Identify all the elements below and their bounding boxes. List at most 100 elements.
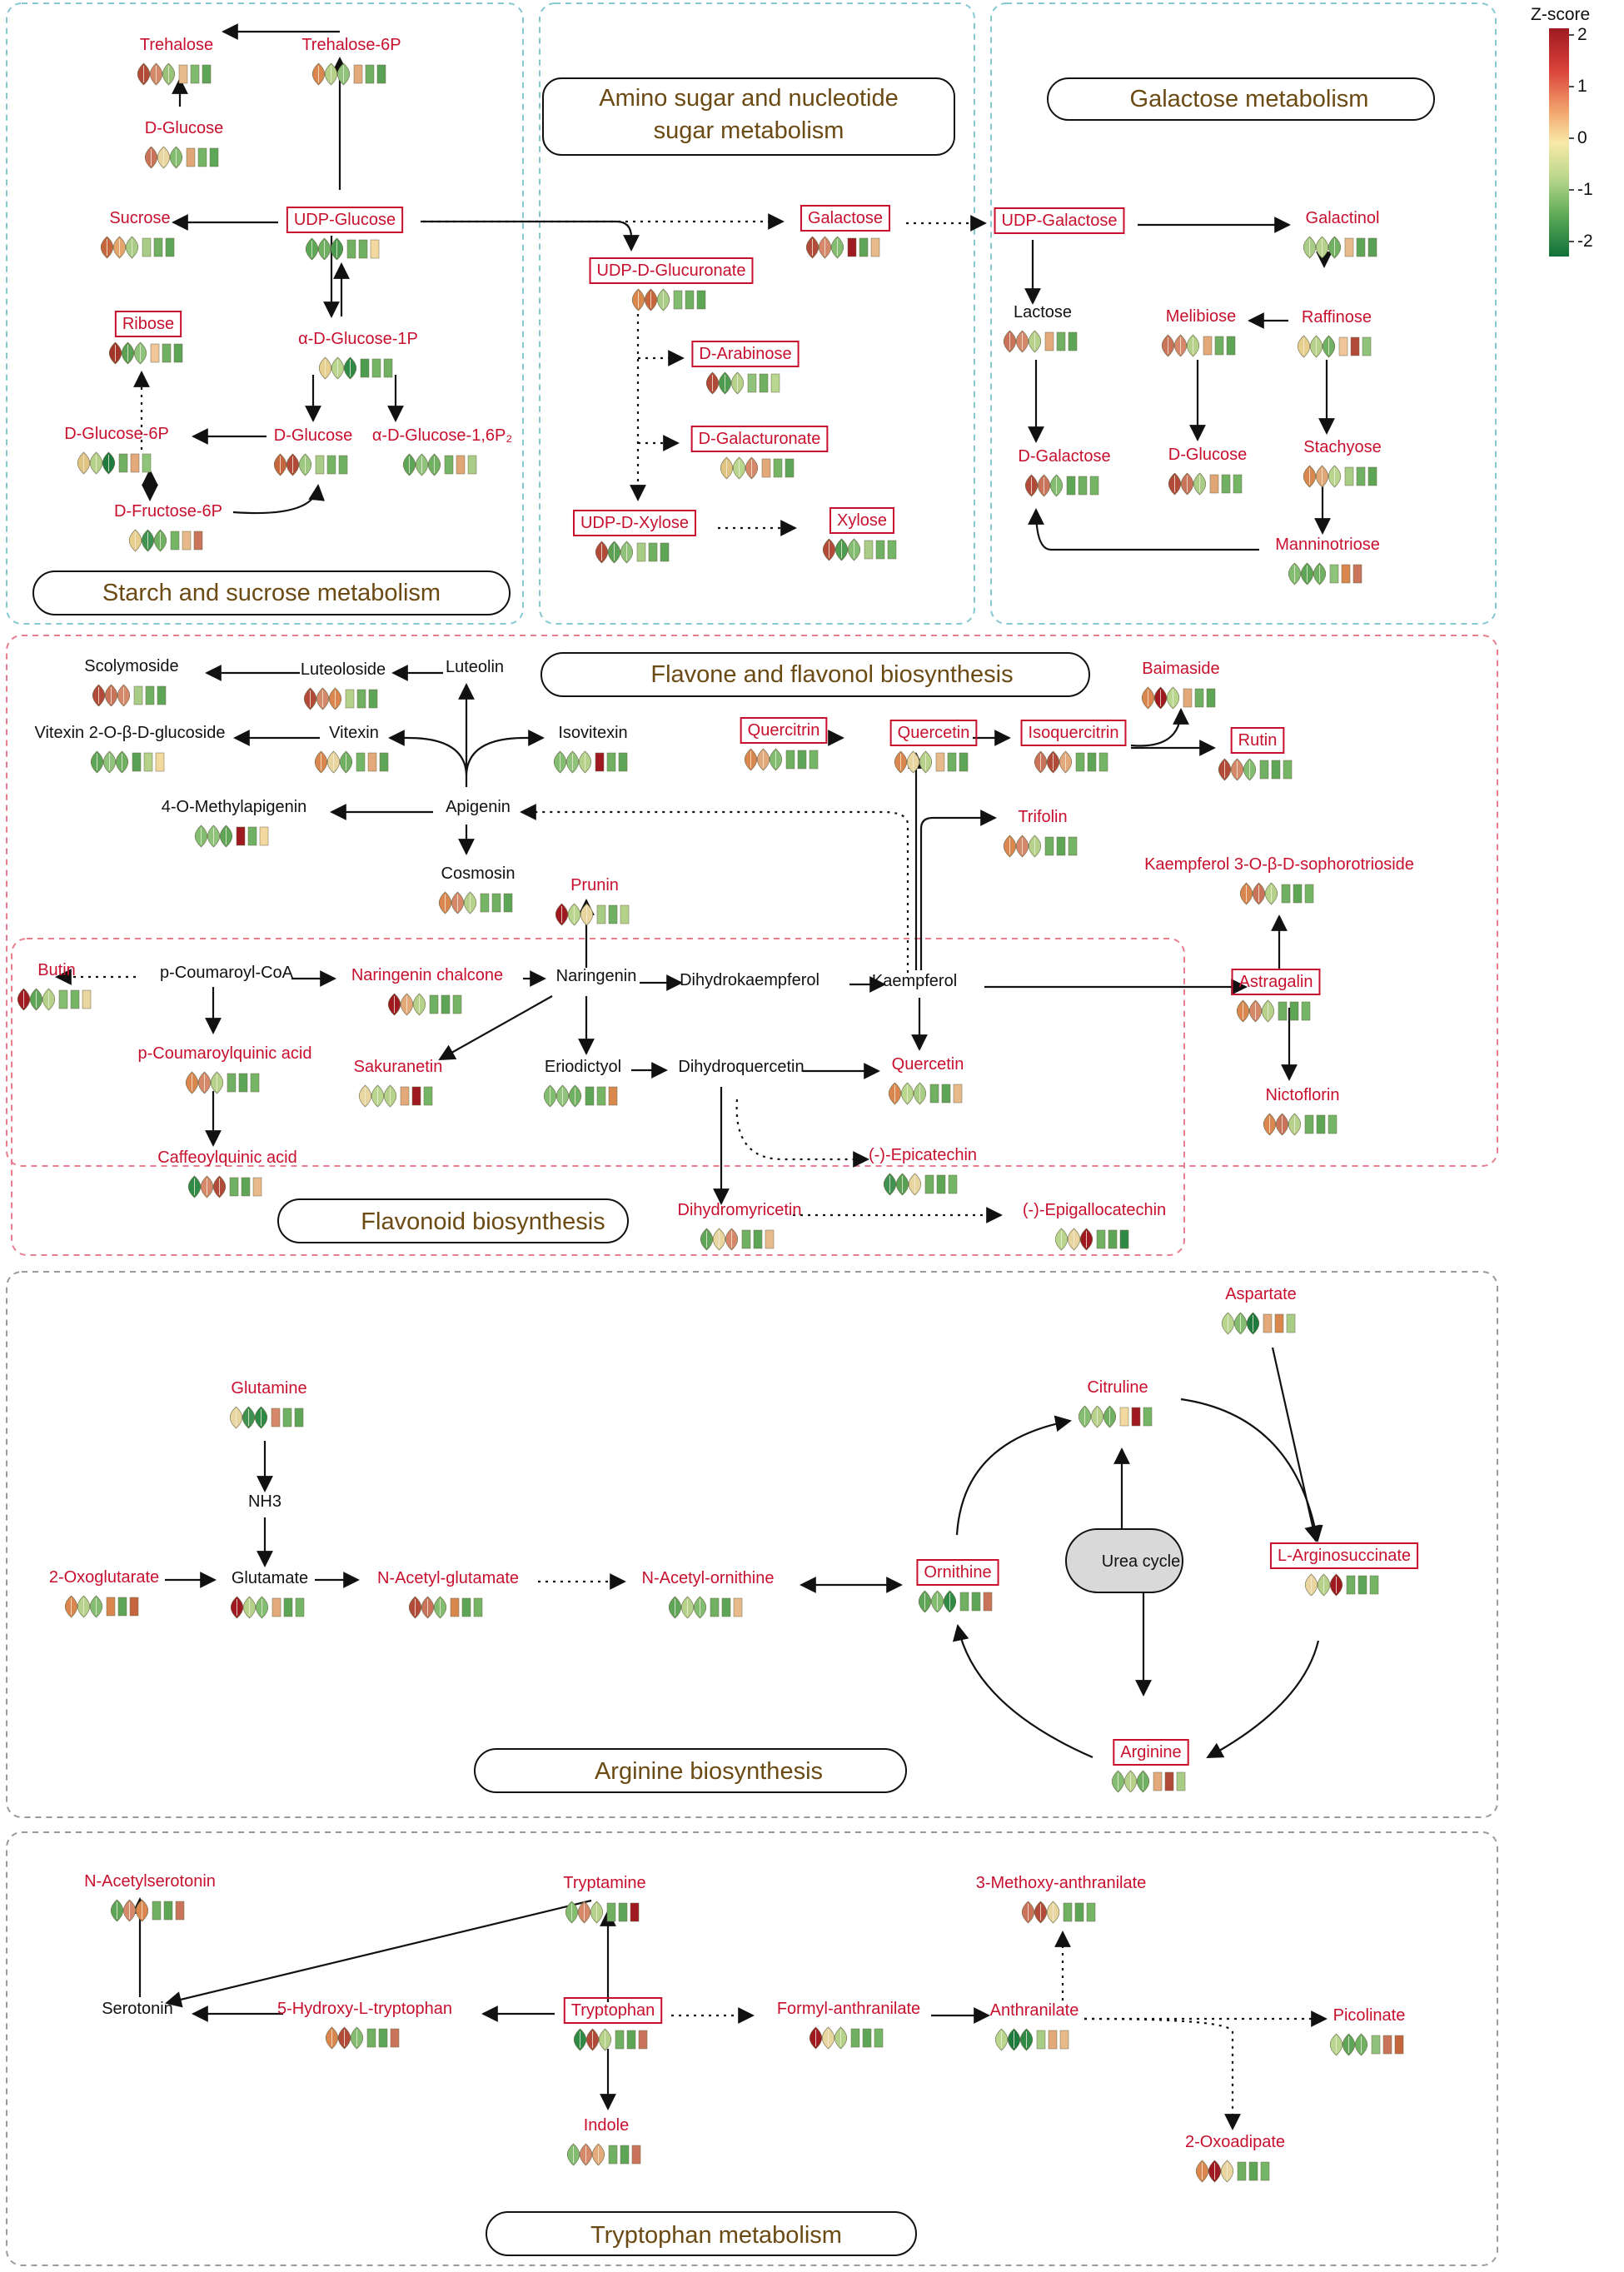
metabolite-epicatechin[interactable]: (-)-Epicatechin [869, 1146, 977, 1196]
metabolite-manninotriose[interactable]: Manninotriose [1275, 536, 1380, 585]
metabolite-stachyose[interactable]: Stachyose [1303, 438, 1382, 488]
metabolite-arabinose[interactable]: D-Arabinose [691, 341, 800, 395]
metabolite-methylapigenin[interactable]: 4-O-Methylapigenin [162, 798, 307, 848]
metabolite-dfructose6p[interactable]: D-Fructose-6P [114, 502, 222, 552]
metabolite-dihydroquercetin[interactable]: Dihydroquercetin [678, 1058, 804, 1076]
metabolite-label: Naringenin [556, 967, 637, 985]
metabolite-vitexin2o[interactable]: Vitexin 2-O-β-D-glucoside [35, 724, 226, 774]
zscore-bar [209, 147, 219, 167]
metabolite-indole[interactable]: Indole [566, 2116, 641, 2166]
metabolite-udpgalactose[interactable]: UDP-Galactose [994, 207, 1125, 234]
metabolite-quercetin_b[interactable]: Quercetin [888, 1055, 964, 1105]
metabolite-glutamine[interactable]: Glutamine [229, 1379, 307, 1429]
metabolite-naringeninchalcone[interactable]: Naringenin chalcone [351, 966, 503, 1016]
metabolite-kaempferolsoph[interactable]: Kaempferol 3-O-β-D-sophorotrioside [1144, 855, 1414, 905]
metabolite-formylanthranilate[interactable]: Formyl-anthranilate [777, 2000, 920, 2050]
metabolite-apigenin[interactable]: Apigenin [446, 798, 511, 816]
metabolite-melibiose[interactable]: Melibiose [1161, 307, 1236, 357]
metabolite-glutamate[interactable]: Glutamate [230, 1569, 308, 1619]
zscore-bar [1263, 1313, 1273, 1333]
metabolite-galacturonate[interactable]: D-Galacturonate [690, 426, 829, 480]
metabolite-ribose[interactable]: Ribose [108, 311, 183, 365]
zscore-bar [480, 893, 490, 913]
metabolite-udpglucose[interactable]: UDP-Glucose [286, 207, 404, 261]
metabolite-lactose[interactable]: Lactose [1003, 303, 1078, 353]
metabolite-isovitexin[interactable]: Isovitexin [553, 724, 628, 774]
metabolite-dgalactose[interactable]: D-Galactose [1018, 447, 1111, 497]
metabolite-sakuranetin[interactable]: Sakuranetin [354, 1058, 443, 1108]
metabolite-luteolin[interactable]: Luteolin [446, 658, 504, 676]
metabolite-cosmosin[interactable]: Cosmosin [438, 864, 515, 914]
metabolite-quercitrin[interactable]: Quercitrin [740, 717, 828, 771]
metabolite-dglucose_a[interactable]: D-Glucose [145, 119, 223, 169]
metabolite-trehalose6p[interactable]: Trehalose-6P [301, 36, 401, 86]
metabolite-xylose[interactable]: Xylose [822, 507, 897, 561]
metabolite-prunin[interactable]: Prunin [555, 876, 630, 926]
metabolite-raffinose[interactable]: Raffinose [1297, 308, 1372, 358]
metabolite-rutin[interactable]: Rutin [1218, 727, 1293, 781]
metabolite-kaempferol[interactable]: Kaempferol [872, 972, 957, 990]
metabolite-nh3[interactable]: NH3 [248, 1492, 281, 1511]
metabolite-scolymoside[interactable]: Scolymoside [84, 657, 179, 707]
metabolite-epigallocatechin[interactable]: (-)-Epigallocatechin [1023, 1201, 1166, 1251]
metabolite-label: Raffinose [1302, 308, 1372, 326]
metabolite-astragalin[interactable]: Astragalin [1231, 969, 1321, 1023]
metabolite-acetylglutamate[interactable]: N-Acetyl-glutamate [377, 1569, 519, 1619]
metabolite-galactinol[interactable]: Galactinol [1303, 209, 1379, 259]
zscore-bar [773, 458, 783, 478]
metabolite-methoxyanthranilate[interactable]: 3-Methoxy-anthranilate [976, 1874, 1147, 1924]
zscore-bar [1209, 474, 1219, 494]
metabolite-anthranilate[interactable]: Anthranilate [990, 2001, 1079, 2051]
zscore-bar [82, 989, 92, 1009]
metabolite-butin[interactable]: Butin [17, 961, 92, 1011]
metabolite-baimaside[interactable]: Baimaside [1141, 660, 1220, 710]
metabolite-udpxylose[interactable]: UDP-D-Xylose [572, 510, 697, 564]
metabolite-sucrose[interactable]: Sucrose [100, 209, 175, 259]
metabolite-dglucose6p[interactable]: D-Glucose-6P [64, 425, 169, 475]
metabolite-tryptamine[interactable]: Tryptamine [563, 1874, 646, 1924]
metabolite-ornithine[interactable]: Ornithine [916, 1559, 999, 1613]
metabolite-dihydromyricetin[interactable]: Dihydromyricetin [678, 1201, 802, 1251]
metabolite-acetylornithine[interactable]: N-Acetyl-ornithine [642, 1569, 775, 1619]
metabolite-trifolin[interactable]: Trifolin [1003, 808, 1078, 858]
zscore-bar [315, 455, 325, 475]
metabolite-label: N-Acetyl-glutamate [377, 1569, 519, 1587]
metabolite-aglucose1p[interactable]: α-D-Glucose-1P [298, 330, 418, 380]
metabolite-acetylserotonin[interactable]: N-Acetylserotonin [84, 1872, 216, 1922]
metabolite-naringenin[interactable]: Naringenin [556, 967, 637, 985]
metabolite-caffeoylquinic[interactable]: Caffeoylquinic acid [157, 1148, 297, 1198]
zscore-bar [948, 1174, 958, 1194]
metabolite-isoquercitrin[interactable]: Isoquercitrin [1020, 720, 1127, 774]
metabolite-coumaroylquinic[interactable]: p-Coumaroylquinic acid [138, 1044, 312, 1094]
zscore-bar [227, 1073, 237, 1093]
zscore-bar [371, 358, 381, 378]
metabolite-hydroxytryptophan[interactable]: 5-Hydroxy-L-tryptophan [277, 2000, 452, 2050]
metabolite-quercetin_a[interactable]: Quercetin [889, 720, 978, 774]
metabolite-oxoadipate[interactable]: 2-Oxoadipate [1185, 2133, 1285, 2183]
zscore-bar [1096, 1229, 1106, 1249]
zscore-bar [1329, 564, 1339, 584]
reaction-arrow [1130, 708, 1189, 747]
metabolite-coumaroylcoa[interactable]: p-Coumaroyl-CoA [160, 964, 294, 982]
metabolite-arginine[interactable]: Arginine [1111, 1739, 1189, 1793]
metabolite-serotonin[interactable]: Serotonin [102, 2000, 173, 2018]
zscore-bar [959, 752, 969, 772]
metabolite-picolinate[interactable]: Picolinate [1329, 2006, 1405, 2056]
metabolite-tryptophan[interactable]: Tryptophan [563, 1997, 663, 2051]
metabolite-udpglucuronate[interactable]: UDP-D-Glucuronate [589, 257, 754, 311]
metabolite-aglucose16p[interactable]: α-D-Glucose-1,6P₂ [372, 426, 512, 476]
metabolite-dglucose_b[interactable]: D-Glucose [274, 426, 352, 476]
metabolite-trehalose[interactable]: Trehalose [137, 36, 213, 86]
metabolite-dihydrokaempferol[interactable]: Dihydrokaempferol [680, 971, 819, 989]
metabolite-dglucose_c[interactable]: D-Glucose [1168, 446, 1247, 496]
metabolite-galactose[interactable]: Galactose [800, 205, 891, 259]
metabolite-label: Manninotriose [1275, 536, 1380, 554]
metabolite-oxoglutarate[interactable]: 2-Oxoglutarate [49, 1568, 159, 1618]
metabolite-eriodictyol[interactable]: Eriodictyol [543, 1058, 621, 1108]
metabolite-vitexin[interactable]: Vitexin [314, 724, 389, 774]
metabolite-nictoflorin[interactable]: Nictoflorin [1263, 1086, 1339, 1136]
metabolite-citruline[interactable]: Citruline [1078, 1378, 1153, 1428]
metabolite-luteoloside[interactable]: Luteoloside [301, 660, 386, 710]
metabolite-arginosuccinate[interactable]: L-Arginosuccinate [1269, 1542, 1419, 1597]
metabolite-aspartate[interactable]: Aspartate [1221, 1285, 1297, 1335]
